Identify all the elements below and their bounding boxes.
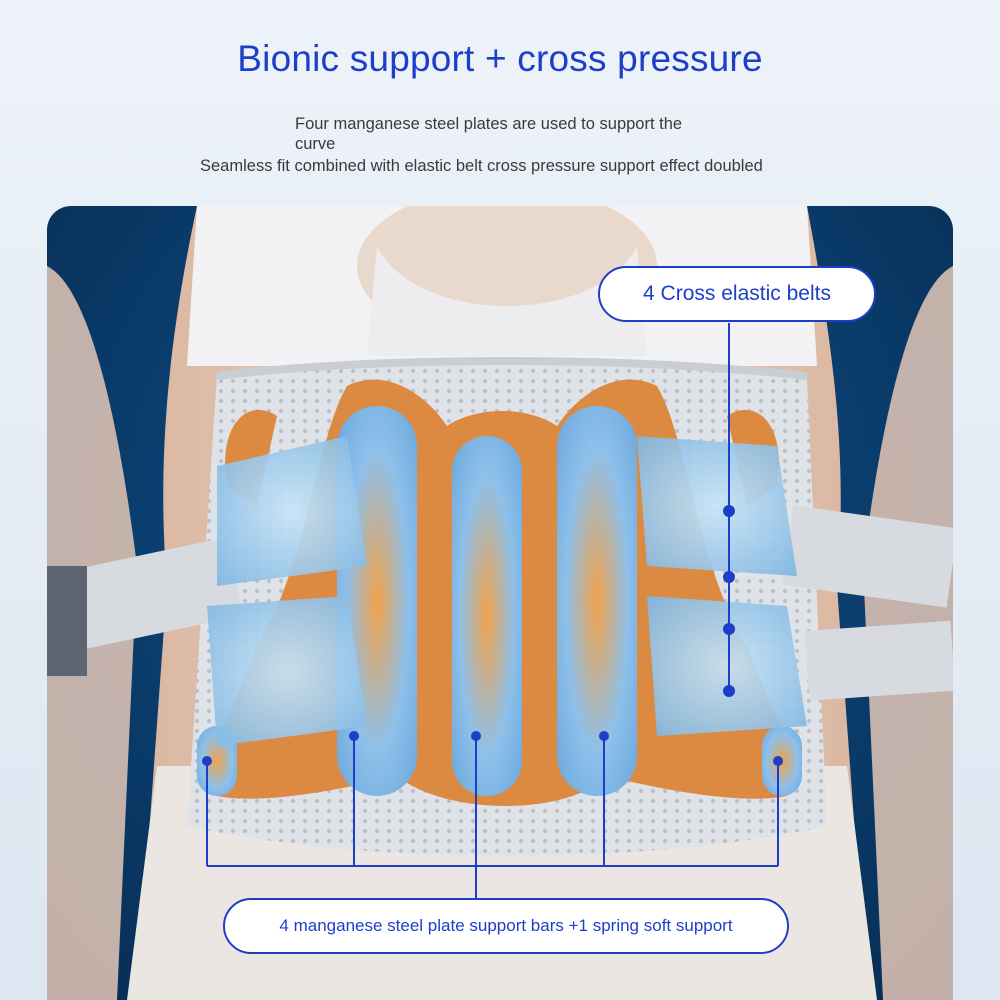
- back-brace-illustration: [47, 206, 953, 1000]
- description-line-2: Seamless fit combined with elastic belt …: [200, 157, 763, 175]
- page-title: Bionic support + cross pressure: [237, 38, 763, 79]
- description-line-1: Four manganese steel plates are used to …: [295, 115, 683, 153]
- product-photo: [47, 206, 953, 1000]
- steel-plates-callout: 4 manganese steel plate support bars +1 …: [223, 898, 789, 954]
- cross-belts-callout: 4 Cross elastic belts: [598, 266, 876, 322]
